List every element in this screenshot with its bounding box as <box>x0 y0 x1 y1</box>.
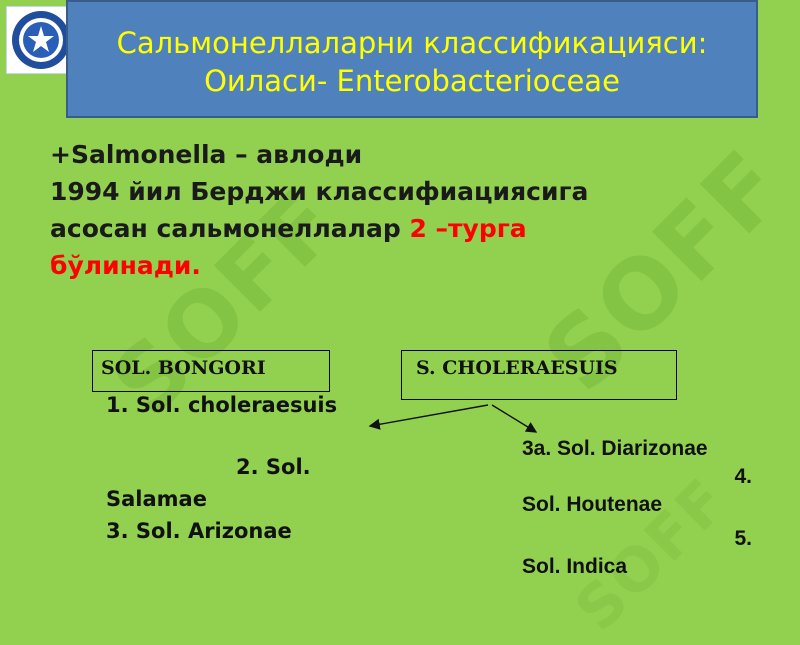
emblem-icon <box>12 11 70 69</box>
species-box-bongori: SOL. BONGORI <box>92 350 330 392</box>
list-item-number: 4. <box>734 465 752 488</box>
body-line-2: 1994 йил Берджи классифиациясига <box>50 177 589 206</box>
list-item: 3a. Sol. Diarizonae <box>522 437 708 460</box>
subspecies-list-left: 1. Sol. choleraesuis 2. Sol. Salamae 3. … <box>106 389 338 547</box>
list-item-number: 2. Sol. <box>236 455 311 479</box>
arrow-left <box>368 404 489 430</box>
body-line-3-highlight: 2 –турга <box>409 214 527 243</box>
body-line-3: асосан сальмонеллалар 2 –турга <box>50 210 690 247</box>
body-line-4: бўлинади. <box>50 251 201 280</box>
list-item: Sol. Indica <box>522 555 628 578</box>
subspecies-list-right: 3a. Sol. Diarizonae 4. Sol. Houtenae 5. … <box>522 435 762 581</box>
arrow-right <box>491 404 538 433</box>
logo <box>6 6 76 74</box>
list-item: Sol. Houtenae <box>522 493 663 516</box>
body-text: +Salmonella – авлоди 1994 йил Берджи кла… <box>50 136 690 284</box>
title-line-1: Сальмонеллаларни классификацияси: <box>116 26 708 60</box>
title-line-2: Оиласи- Enterobacterioceae <box>204 64 620 98</box>
body-line-3-text: асосан сальмонеллалар <box>50 214 410 243</box>
arrow-connectors <box>368 404 538 433</box>
list-item-number: 5. <box>734 527 752 550</box>
species-box-choleraesuis: S. CHOLERAESUIS <box>401 350 677 400</box>
list-item: Salamae <box>106 487 207 511</box>
slide-title: Сальмонеллаларни классификацияси: Оиласи… <box>66 0 758 118</box>
list-item: 1. Sol. choleraesuis <box>106 393 338 417</box>
body-line-1: +Salmonella – авлоди <box>50 140 363 169</box>
list-item: 3. Sol. Arizonae <box>106 519 292 543</box>
